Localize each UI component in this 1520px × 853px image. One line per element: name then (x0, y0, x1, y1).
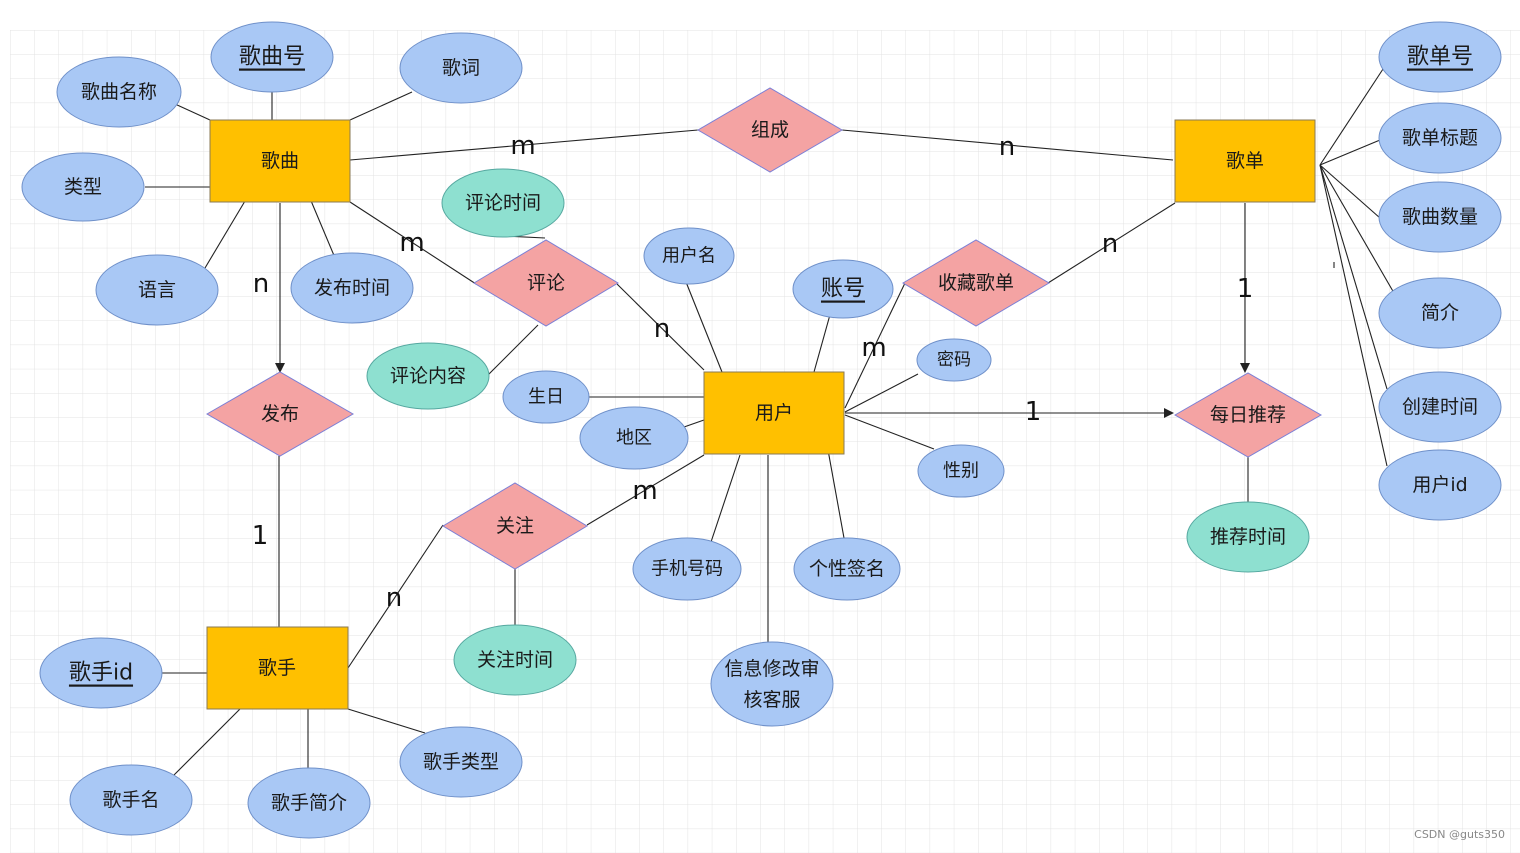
relationship-favorite-label: 收藏歌单 (938, 272, 1014, 294)
attribute-shapes (21, 21, 1502, 839)
cardinality-song-publish: n (253, 269, 269, 299)
attr-language: 语言 (138, 279, 176, 301)
relationship-daily-recommend-label: 每日推荐 (1210, 404, 1286, 426)
relationship-compose: 组成 (697, 87, 843, 173)
attr-release-time: 发布时间 (314, 277, 390, 299)
attr-info-review-line1: 信息修改审 (724, 658, 819, 680)
cardinality-playlist-favorite: n (1102, 229, 1118, 259)
attr-playlist-title: 歌单标题 (1402, 127, 1478, 149)
relationship-attribute-shapes (366, 168, 1310, 696)
attr-singer-name: 歌手名 (102, 789, 159, 811)
cardinality-user-favorite: m (861, 333, 886, 363)
relationship-comment: 评论 (473, 239, 619, 327)
entity-song-label: 歌曲 (261, 150, 299, 172)
attr-birthday: 生日 (528, 387, 564, 408)
attr-singer-intro: 歌手简介 (271, 792, 347, 814)
attr-comment-content: 评论内容 (390, 365, 466, 387)
attr-region: 地区 (616, 428, 652, 449)
entity-playlist: 歌单 (1174, 119, 1316, 203)
attr-phone: 手机号码 (651, 559, 723, 580)
cardinality-song-compose: m (510, 131, 535, 161)
attr-info-review-line2: 核客服 (743, 689, 800, 711)
cardinality-playlist-daily: 1 (1237, 274, 1254, 304)
cardinality-singer-publish: 1 (252, 521, 269, 551)
attr-username: 用户名 (662, 246, 716, 267)
attr-song-count: 歌曲数量 (1402, 206, 1478, 228)
attr-account: 账号 (821, 277, 865, 302)
connector-lines (145, 65, 1395, 778)
relationship-publish-label: 发布 (261, 403, 299, 425)
attr-playlist-id: 歌单号 (1407, 45, 1473, 70)
relationship-follow: 关注 (442, 482, 588, 570)
cardinality-playlist-compose: n (999, 132, 1015, 162)
watermark: CSDN @guts350 (1414, 828, 1505, 841)
attr-song-type: 类型 (64, 176, 102, 198)
attr-comment-time: 评论时间 (465, 192, 541, 214)
relationship-compose-label: 组成 (751, 119, 789, 141)
attr-song-name: 歌曲名称 (81, 81, 157, 103)
attr-lyrics: 歌词 (442, 57, 480, 79)
cardinality-singer-follow: n (386, 583, 402, 613)
entity-playlist-label: 歌单 (1226, 150, 1264, 172)
entity-song: 歌曲 (209, 119, 351, 203)
attr-singer-type: 歌手类型 (423, 751, 499, 773)
relationship-publish: 发布 (205, 371, 355, 457)
cardinality-song-comment: m (399, 228, 424, 258)
attr-rec-time: 推荐时间 (1210, 526, 1286, 548)
attr-intro: 简介 (1421, 302, 1459, 324)
relationship-favorite: 收藏歌单 (902, 239, 1050, 327)
attr-song-id: 歌曲号 (239, 45, 305, 70)
attr-password: 密码 (937, 350, 971, 370)
attr-signature: 个性签名 (809, 558, 885, 580)
relationship-comment-label: 评论 (527, 272, 565, 294)
cardinality-user-follow: m (632, 476, 657, 506)
attr-singer-id: 歌手id (69, 661, 133, 686)
entity-user-label: 用户 (755, 402, 793, 424)
entity-user: 用户 (703, 371, 845, 455)
entity-singer: 歌手 (206, 626, 349, 710)
cardinality-user-comment: n (654, 314, 670, 344)
attr-create-time: 创建时间 (1402, 396, 1478, 418)
attr-follow-time: 关注时间 (477, 649, 553, 671)
relationship-follow-label: 关注 (496, 515, 534, 537)
cardinality-user-daily: 1 (1025, 397, 1042, 427)
attr-user-id: 用户id (1412, 474, 1467, 496)
attr-gender: 性别 (943, 461, 979, 482)
entity-singer-label: 歌手 (258, 657, 296, 679)
relationship-daily-recommend: 每日推荐 (1173, 372, 1323, 458)
